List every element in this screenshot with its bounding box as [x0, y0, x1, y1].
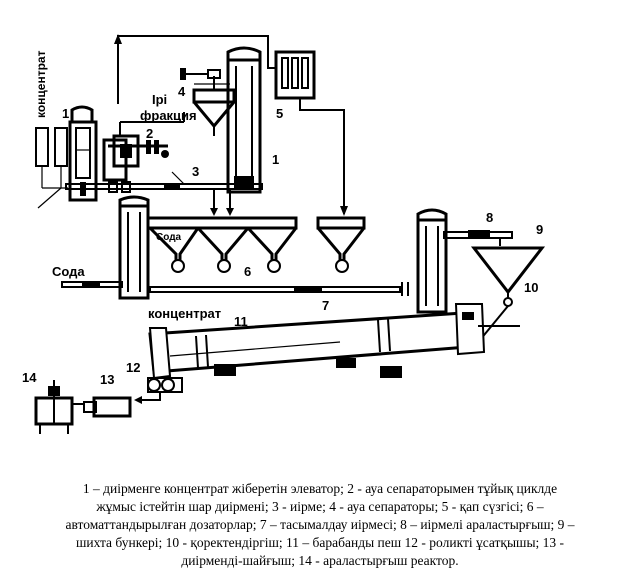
rotary-kiln-11 — [148, 303, 520, 380]
concentrate-vertical-label: концентрат — [34, 50, 48, 118]
label-9: 9 — [536, 222, 543, 237]
label-12: 12 — [126, 360, 140, 375]
figure-caption: 1 – диірменге концентрат жіберетін элева… — [14, 480, 626, 570]
elevator-near-mixer — [416, 208, 448, 314]
caption-line-5: диірменді-шайғыш; 14 - араластырғыш реак… — [181, 553, 459, 568]
air-separator-4 — [180, 68, 236, 136]
label-1-left: 1 — [62, 106, 69, 121]
soda-left-label: Сода — [52, 264, 85, 279]
screw-conveyor-3 — [65, 171, 263, 190]
label-6: 6 — [244, 264, 251, 279]
roller-crusher-12 — [134, 377, 183, 404]
top-piping — [114, 34, 348, 216]
label-4: 4 — [178, 84, 186, 99]
caption-line-4: шихта бункері; 10 - қоректендіргіш; 11 –… — [75, 535, 565, 550]
label-14: 14 — [22, 370, 37, 385]
elevator-1-left — [68, 105, 98, 202]
label-2: 2 — [146, 126, 153, 141]
label-7: 7 — [322, 298, 329, 313]
screw-mixer-8 — [443, 230, 513, 246]
soda-elevator — [118, 195, 150, 300]
dosing-hoppers-6 — [146, 190, 366, 273]
label-5: 5 — [276, 106, 283, 121]
charge-bunker-9 — [470, 246, 546, 341]
mill-washer-13 — [72, 396, 132, 418]
caption-line-3: автоматтандырылған дозаторлар; 7 – тасым… — [65, 517, 575, 532]
coarse-fraction-line2: фракция — [140, 108, 197, 123]
label-10: 10 — [524, 280, 538, 295]
soda-inside-label: Сода — [156, 232, 182, 243]
label-1-right: 1 — [272, 152, 279, 167]
ball-mill-2 — [102, 112, 185, 193]
process-flow-diagram: концентрат — [22, 34, 546, 434]
bag-filter-5 — [274, 50, 316, 100]
concentrate-bins — [35, 127, 68, 209]
transport-screw-7 — [149, 282, 409, 296]
coarse-fraction-line1: Ірі — [152, 92, 167, 107]
label-3: 3 — [192, 164, 199, 179]
label-11: 11 — [234, 314, 248, 329]
concentrate-bottom-label: концентрат — [148, 306, 221, 321]
caption-line-2: жұмыс істейтін шар диірмені; 3 - иірме; … — [96, 499, 544, 514]
mixer-reactor-14 — [34, 380, 74, 434]
soda-conveyor — [61, 281, 123, 288]
elevator-1-right — [226, 46, 262, 194]
label-8: 8 — [486, 210, 493, 225]
label-13: 13 — [100, 372, 114, 387]
caption-line-1: 1 – диірменге концентрат жіберетін элева… — [82, 481, 558, 496]
